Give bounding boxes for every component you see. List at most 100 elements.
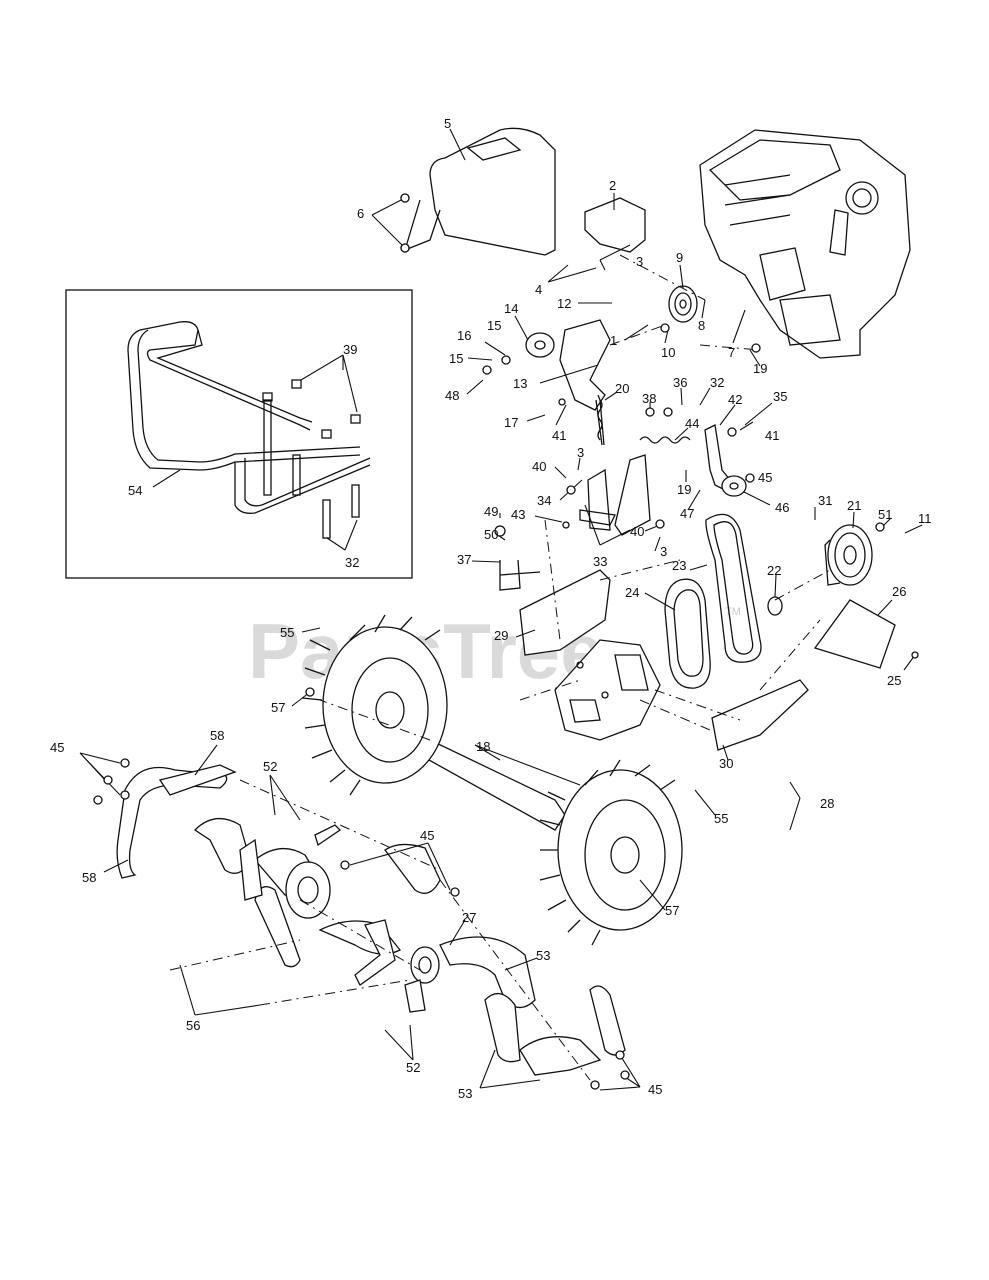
callout-23: 23	[672, 558, 686, 573]
callout-45c: 45	[420, 828, 434, 843]
rod-37	[499, 559, 541, 591]
watermark: PartsTree TM	[248, 606, 741, 695]
transmission	[554, 639, 661, 741]
callout-44: 44	[685, 416, 699, 431]
callout-13: 13	[513, 376, 527, 391]
callout-45d: 45	[648, 1082, 662, 1097]
callout-40: 40	[532, 459, 546, 474]
hardware	[93, 193, 919, 1090]
tines-right	[318, 843, 626, 1076]
handle-inset	[65, 289, 413, 579]
callout-20: 20	[615, 381, 629, 396]
callout-41: 41	[552, 428, 566, 443]
callout-3c: 3	[660, 544, 667, 559]
callout-48: 48	[445, 388, 459, 403]
spring-44	[639, 436, 691, 444]
callout-7: 7	[728, 345, 735, 360]
belt-guard-26	[813, 599, 896, 669]
plate-30	[711, 679, 809, 751]
callout-45: 45	[758, 470, 772, 485]
callout-31: 31	[818, 493, 832, 508]
callout-54: 54	[128, 483, 142, 498]
callout-56: 56	[186, 1018, 200, 1033]
callout-11: 11	[918, 511, 932, 526]
callout-15b: 15	[449, 351, 463, 366]
callout-47: 47	[680, 506, 694, 521]
callout-15: 15	[487, 318, 501, 333]
watermark-tm: TM	[725, 606, 741, 618]
callout-8: 8	[698, 318, 705, 333]
belt-cover	[400, 127, 556, 256]
callout-51: 51	[878, 507, 892, 522]
callout-57: 57	[271, 700, 285, 715]
bracket-2	[584, 197, 646, 253]
callout-53b: 53	[458, 1086, 472, 1101]
callout-32: 32	[710, 375, 724, 390]
callout-55: 55	[280, 625, 294, 640]
callout-14: 14	[504, 301, 518, 316]
callout-37: 37	[457, 552, 471, 567]
callout-5: 5	[444, 116, 451, 131]
callout-19: 19	[753, 361, 767, 376]
callout-50: 50	[484, 527, 498, 542]
callout-52b: 52	[406, 1060, 420, 1075]
belt-24	[664, 578, 711, 689]
callout-39: 39	[343, 342, 357, 357]
callout-9: 9	[676, 250, 683, 265]
callout-53: 53	[536, 948, 550, 963]
callout-12: 12	[557, 296, 571, 311]
callout-18: 18	[476, 739, 490, 754]
callout-17: 17	[504, 415, 518, 430]
callout-28: 28	[820, 796, 834, 811]
callout-36: 36	[673, 375, 687, 390]
pulley-9	[668, 285, 698, 323]
pulley-21	[824, 524, 873, 586]
callout-26: 26	[892, 584, 906, 599]
callout-46: 46	[775, 500, 789, 515]
callout-3b: 3	[577, 445, 584, 460]
callout-57b: 57	[665, 903, 679, 918]
callout-30: 30	[719, 756, 733, 771]
centerlines	[169, 254, 831, 1081]
callout-6: 6	[357, 206, 364, 221]
callout-25: 25	[887, 673, 901, 688]
callout-32b: 32	[345, 555, 359, 570]
handle-bar-54	[127, 321, 371, 514]
callout-1: 1	[610, 333, 617, 348]
brackets-33	[579, 454, 651, 536]
callout-34: 34	[537, 493, 551, 508]
belt-23	[705, 513, 762, 663]
callout-2: 2	[609, 178, 616, 193]
idler-arm	[525, 319, 611, 446]
callout-43: 43	[511, 507, 525, 522]
callout-41b: 41	[765, 428, 779, 443]
callout-58b: 58	[82, 870, 96, 885]
leader-lines	[79, 128, 923, 1091]
callout-16: 16	[457, 328, 471, 343]
inset-leaders	[152, 354, 358, 551]
callout-55b: 55	[714, 811, 728, 826]
tines-left	[116, 764, 342, 968]
callout-3: 3	[636, 254, 643, 269]
wheel-right	[539, 759, 683, 946]
inset-frame	[65, 289, 413, 579]
inset-bolts	[262, 379, 361, 539]
callout-29: 29	[494, 628, 508, 643]
callout-19b: 19	[677, 482, 691, 497]
callout-27: 27	[462, 910, 476, 925]
wheel-left	[301, 614, 448, 796]
callout-35: 35	[773, 389, 787, 404]
callout-42: 42	[728, 392, 742, 407]
plate-29	[519, 569, 611, 656]
callout-10: 10	[661, 345, 675, 360]
callout-58: 58	[210, 728, 224, 743]
callout-52: 52	[263, 759, 277, 774]
callout-49: 49	[484, 504, 498, 519]
callout-40b: 40	[630, 524, 644, 539]
axle-18	[419, 739, 566, 831]
callout-33: 33	[593, 554, 607, 569]
callout-45b: 45	[50, 740, 64, 755]
callout-4: 4	[535, 282, 542, 297]
callout-24: 24	[625, 585, 639, 600]
